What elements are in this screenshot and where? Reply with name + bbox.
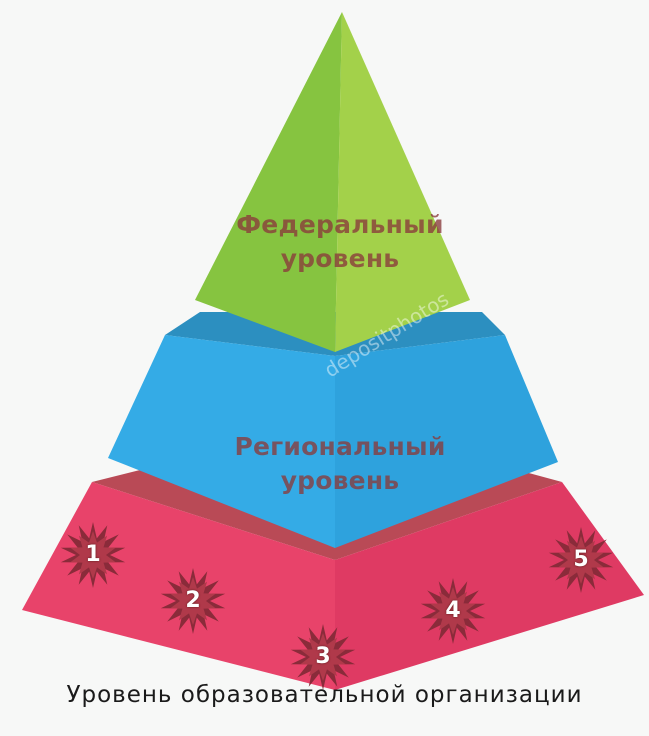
tier-federal-left-face [195,12,342,352]
regional-level-label: Региональный уровень [210,430,470,498]
marker-number: 1 [56,518,130,592]
marker-number: 2 [156,564,230,638]
tier-federal-right-face [335,12,470,352]
marker-1: 1 [56,518,130,592]
federal-level-label: Федеральный уровень [210,208,470,276]
regional-label-line-1: Региональный [210,430,470,464]
federal-label-line-1: Федеральный [210,208,470,242]
marker-2: 2 [156,564,230,638]
marker-4: 4 [416,574,490,648]
federal-label-line-2: уровень [210,242,470,276]
marker-number: 4 [416,574,490,648]
marker-number: 5 [544,523,618,597]
organization-level-caption: Уровень образовательной организации [0,682,649,708]
marker-5: 5 [544,523,618,597]
regional-label-line-2: уровень [210,464,470,498]
